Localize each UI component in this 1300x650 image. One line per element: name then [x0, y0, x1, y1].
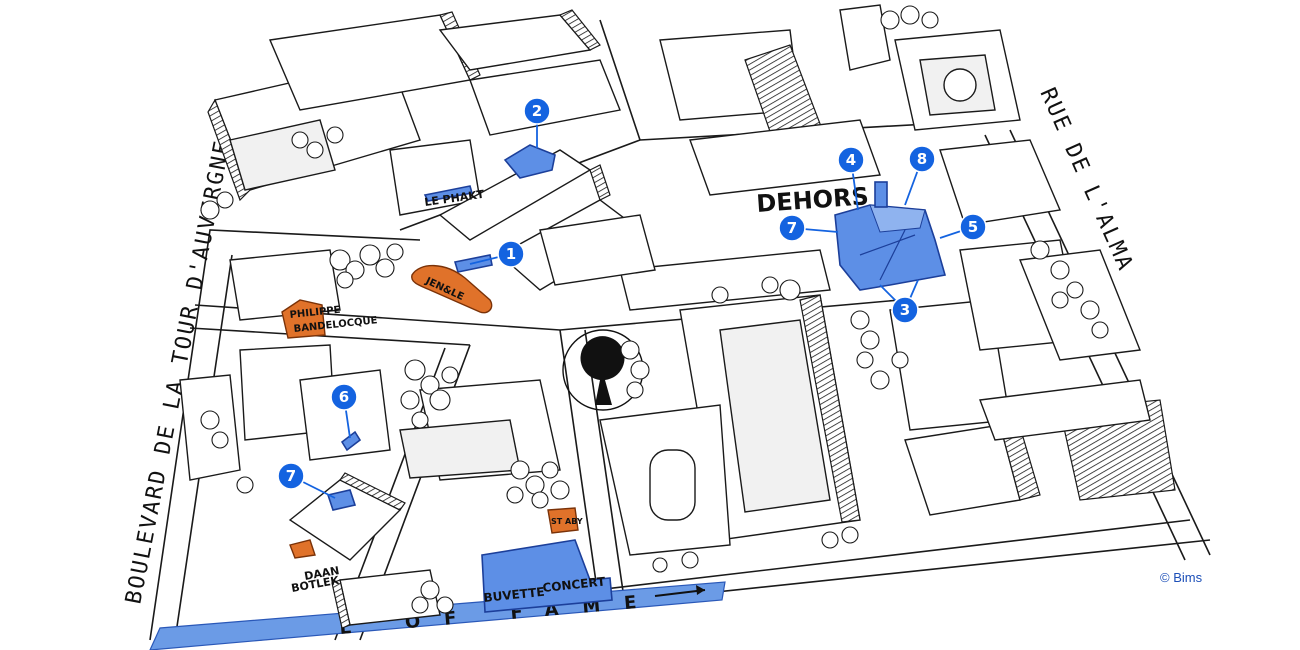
blue-venues [326, 144, 947, 613]
buildings [179, 4, 1176, 629]
marker-1[interactable]: 1 [469, 240, 525, 268]
marker-3[interactable]: 3 [879, 279, 919, 324]
markers: 1 2 3 4 5 6 [277, 97, 987, 499]
st-aby-label: ST ABY [551, 517, 583, 526]
credit-label: © Bims [1160, 570, 1203, 585]
keyhole-shape [580, 336, 625, 405]
svg-text:8: 8 [917, 150, 927, 168]
marker-7-lower[interactable]: 7 [277, 462, 336, 499]
svg-text:4: 4 [846, 151, 856, 169]
svg-text:5: 5 [968, 218, 978, 236]
st-aby-building[interactable] [547, 507, 579, 534]
svg-text:1: 1 [506, 245, 516, 263]
marker-5[interactable]: 5 [939, 213, 987, 241]
svg-text:2: 2 [532, 102, 542, 120]
svg-text:7: 7 [286, 467, 296, 485]
philippe-bandelocque-building[interactable] [281, 299, 326, 339]
philippe-label: PHILIPPE [289, 305, 341, 321]
daan-label: DAAN [303, 564, 340, 583]
marker-7-upper[interactable]: 7 [778, 214, 839, 242]
orange-venues [281, 264, 579, 559]
marker-2[interactable]: 2 [523, 97, 551, 148]
venue-2-building[interactable] [503, 144, 556, 179]
trees [200, 5, 1109, 614]
concert-label: CONCERT [542, 574, 607, 595]
svg-text:6: 6 [339, 388, 349, 406]
jenaile-building[interactable] [411, 264, 493, 314]
svg-text:7: 7 [787, 219, 797, 237]
buvette-label: BUVETTE [483, 585, 545, 605]
botlek-label: BOTLEK [290, 574, 340, 595]
marker-6[interactable]: 6 [330, 383, 358, 439]
marker-4[interactable]: 4 [837, 146, 865, 211]
marker-8[interactable]: 8 [904, 145, 936, 206]
buvette-concert-area[interactable] [481, 539, 613, 613]
svg-text:3: 3 [900, 301, 910, 319]
